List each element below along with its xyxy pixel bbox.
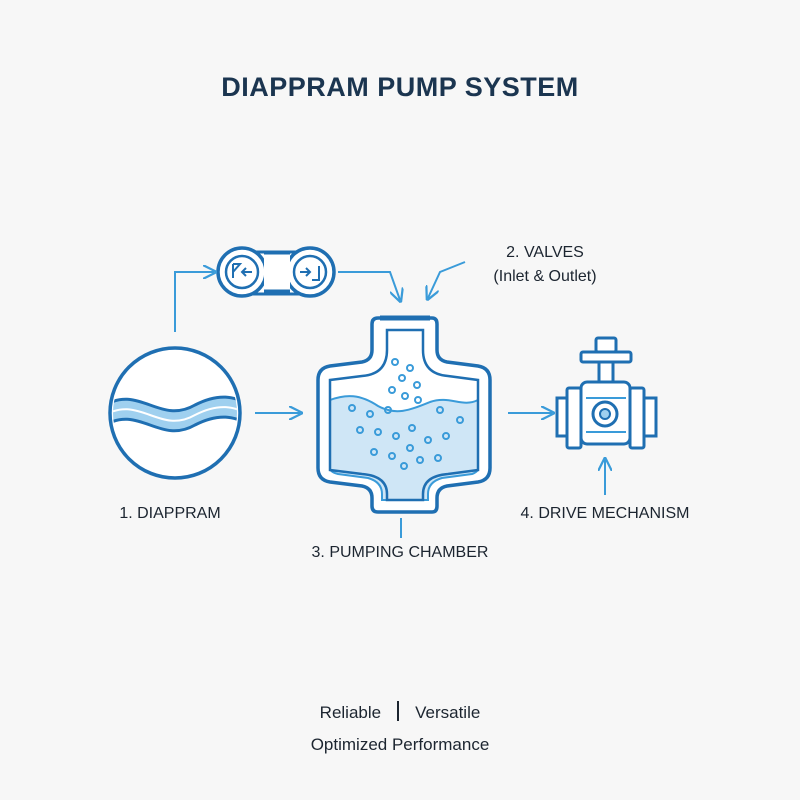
diaphragm-icon bbox=[108, 346, 242, 480]
footer-tagline: Reliable Versatile bbox=[0, 701, 800, 723]
drive-mechanism-icon bbox=[555, 336, 658, 450]
chamber-icon bbox=[316, 315, 492, 514]
label-valves-group: 2. VALVES (Inlet & Outlet) bbox=[460, 241, 630, 289]
footer-versatile: Versatile bbox=[415, 703, 481, 722]
page-title: DIAPPRAM PUMP SYSTEM bbox=[221, 72, 579, 102]
label-chamber: 3. PUMPING CHAMBER bbox=[311, 544, 489, 561]
connector-valves-chamber bbox=[338, 271, 400, 300]
label-diaphragm: 1. DIAPPRAM bbox=[119, 505, 221, 522]
footer-performance: Optimized Performance bbox=[310, 735, 490, 754]
footer-divider bbox=[397, 701, 400, 721]
connector-lines bbox=[174, 261, 605, 538]
label-valves: 2. VALVES bbox=[506, 244, 584, 261]
label-drive: 4. DRIVE MECHANISM bbox=[520, 505, 690, 522]
connector-diaphragm-valves bbox=[174, 272, 214, 332]
valve-pair-icon bbox=[216, 246, 336, 298]
footer-reliable: Reliable bbox=[319, 703, 382, 722]
label-valves-sub: (Inlet & Outlet) bbox=[493, 268, 597, 285]
connector-valves-label bbox=[428, 261, 466, 298]
